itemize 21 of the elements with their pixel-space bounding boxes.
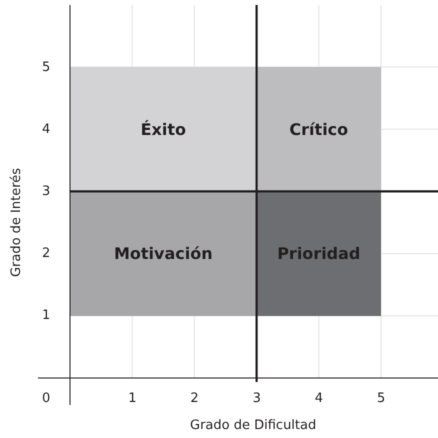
axis-title: Grado de Interés (8, 167, 24, 277)
quadrant-box (70, 67, 257, 192)
quadrant-label: Motivación (114, 244, 213, 264)
quadrant-label: Prioridad (277, 244, 360, 264)
quadrant-box (256, 191, 381, 316)
tick-label: 5 (42, 60, 50, 74)
tick-label: 4 (42, 122, 50, 137)
quadrant-box (70, 191, 257, 316)
axis-title: Grado de Dificultad (190, 418, 316, 432)
tick-label: 4 (314, 390, 324, 406)
quadrant-label: Éxito (140, 120, 186, 139)
tick-label: 0 (42, 390, 50, 406)
tick-label: 5 (377, 390, 386, 406)
quadrant-label: Crítico (289, 120, 348, 139)
tick-label: 3 (252, 390, 261, 406)
tick-label: 1 (42, 308, 50, 324)
quadrant-box (256, 67, 381, 192)
tick-label: 2 (190, 390, 199, 406)
tick-label: 1 (128, 390, 136, 406)
tick-label: 2 (42, 246, 50, 262)
tick-label: 3 (42, 184, 50, 199)
